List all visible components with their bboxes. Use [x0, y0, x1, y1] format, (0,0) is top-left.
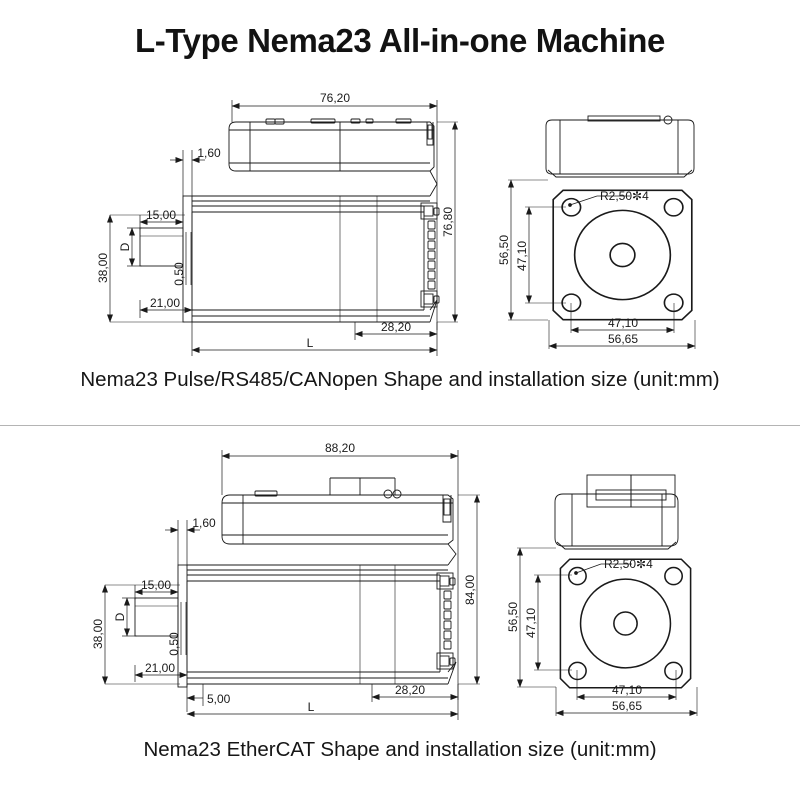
dim-pulse-hole-pitch-horizontal: 47,10 — [608, 316, 638, 330]
dim-ethercat-rear-depth: 28,20 — [395, 683, 425, 697]
dim-pulse-flange-thickness: 1,60 — [197, 146, 221, 160]
drawing-ethercat-end-view — [517, 474, 698, 716]
caption-pulse: Nema23 Pulse/RS485/CANopen Shape and ins… — [80, 368, 720, 391]
dim-pulse-body-width: 38,00 — [96, 253, 110, 283]
dim-ethercat-flange-height: 56,50 — [506, 602, 520, 632]
dim-pulse-overall-height: 76,80 — [441, 207, 455, 237]
dim-pulse-front-offset: 21,00 — [150, 296, 180, 310]
page-title: L-Type Nema23 All-in-one Machine — [135, 22, 665, 59]
dim-pulse-rear-depth: 28,20 — [381, 320, 411, 334]
dim-ethercat-front-offset: 21,00 — [145, 661, 175, 675]
section-divider — [0, 425, 800, 426]
dim-pulse-flange-height: 56,50 — [497, 235, 511, 265]
dim-ethercat-body-width: 38,00 — [91, 619, 105, 649]
dim-pulse-hole-pitch-vertical: 47,10 — [515, 241, 529, 271]
dim-pulse-overall-length: 76,20 — [320, 91, 350, 105]
dim-ethercat-hole-pitch-horizontal: 47,10 — [612, 683, 642, 697]
dim-ethercat-flange-thickness: 1,60 — [192, 516, 216, 530]
drawing-ethercat-side-view — [102, 450, 480, 720]
dim-ethercat-overall-length: 88,20 — [325, 441, 355, 455]
dim-pulse-flange-width: 56,65 — [608, 332, 638, 346]
dim-ethercat-shaft-length: 15,00 — [141, 578, 171, 592]
dim-ethercat-shaft-diameter: D — [113, 612, 127, 621]
dim-ethercat-tail-offset: 5,00 — [207, 692, 231, 706]
dim-ethercat-step-height: 0,50 — [167, 632, 181, 656]
dim-ethercat-hole-pitch-vertical: 47,10 — [524, 608, 538, 638]
dim-pulse-mounting-hole: R2,50✼4 — [600, 189, 649, 203]
dim-pulse-step-height: 0,50 — [172, 262, 186, 286]
dim-ethercat-overall-height: 84,00 — [463, 575, 477, 605]
dim-pulse-body-length: L — [307, 336, 314, 350]
drawing-pulse-side-view — [107, 100, 458, 356]
dim-pulse-shaft-length: 15,00 — [146, 208, 176, 222]
caption-ethercat: Nema23 EtherCAT Shape and installation s… — [143, 738, 657, 761]
dim-ethercat-flange-width: 56,65 — [612, 699, 642, 713]
drawing-pulse-end-view — [508, 115, 696, 349]
dim-pulse-shaft-diameter: D — [118, 242, 132, 251]
dim-ethercat-mounting-hole: R2,50✼4 — [604, 557, 653, 571]
dim-ethercat-body-length: L — [308, 700, 315, 714]
